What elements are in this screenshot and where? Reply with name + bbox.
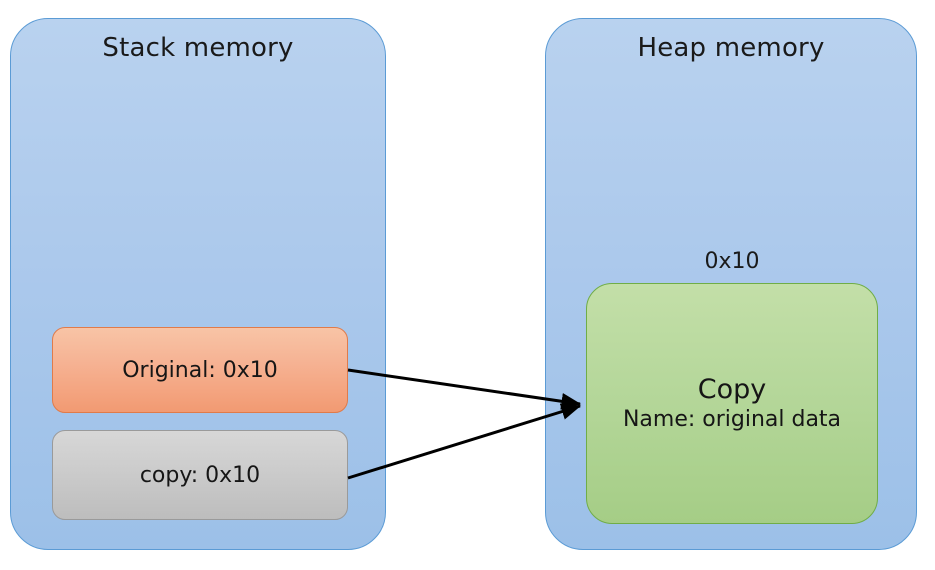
stack-variable-copy-label: copy: 0x10 (139, 462, 261, 488)
heap-object-subtitle: Name: original data (622, 407, 842, 432)
stack-variable-original-label: Original: 0x10 (122, 357, 278, 383)
heap-object-title: Copy (697, 374, 767, 405)
heap-address-label: 0x10 (704, 249, 760, 274)
heap-memory-title: Heap memory (637, 33, 825, 63)
stack-variable-copy: copy: 0x10 (52, 430, 348, 520)
stack-variable-original: Original: 0x10 (52, 327, 348, 413)
heap-object-copy: Copy Name: original data (586, 283, 878, 524)
stack-memory-title: Stack memory (102, 33, 294, 63)
